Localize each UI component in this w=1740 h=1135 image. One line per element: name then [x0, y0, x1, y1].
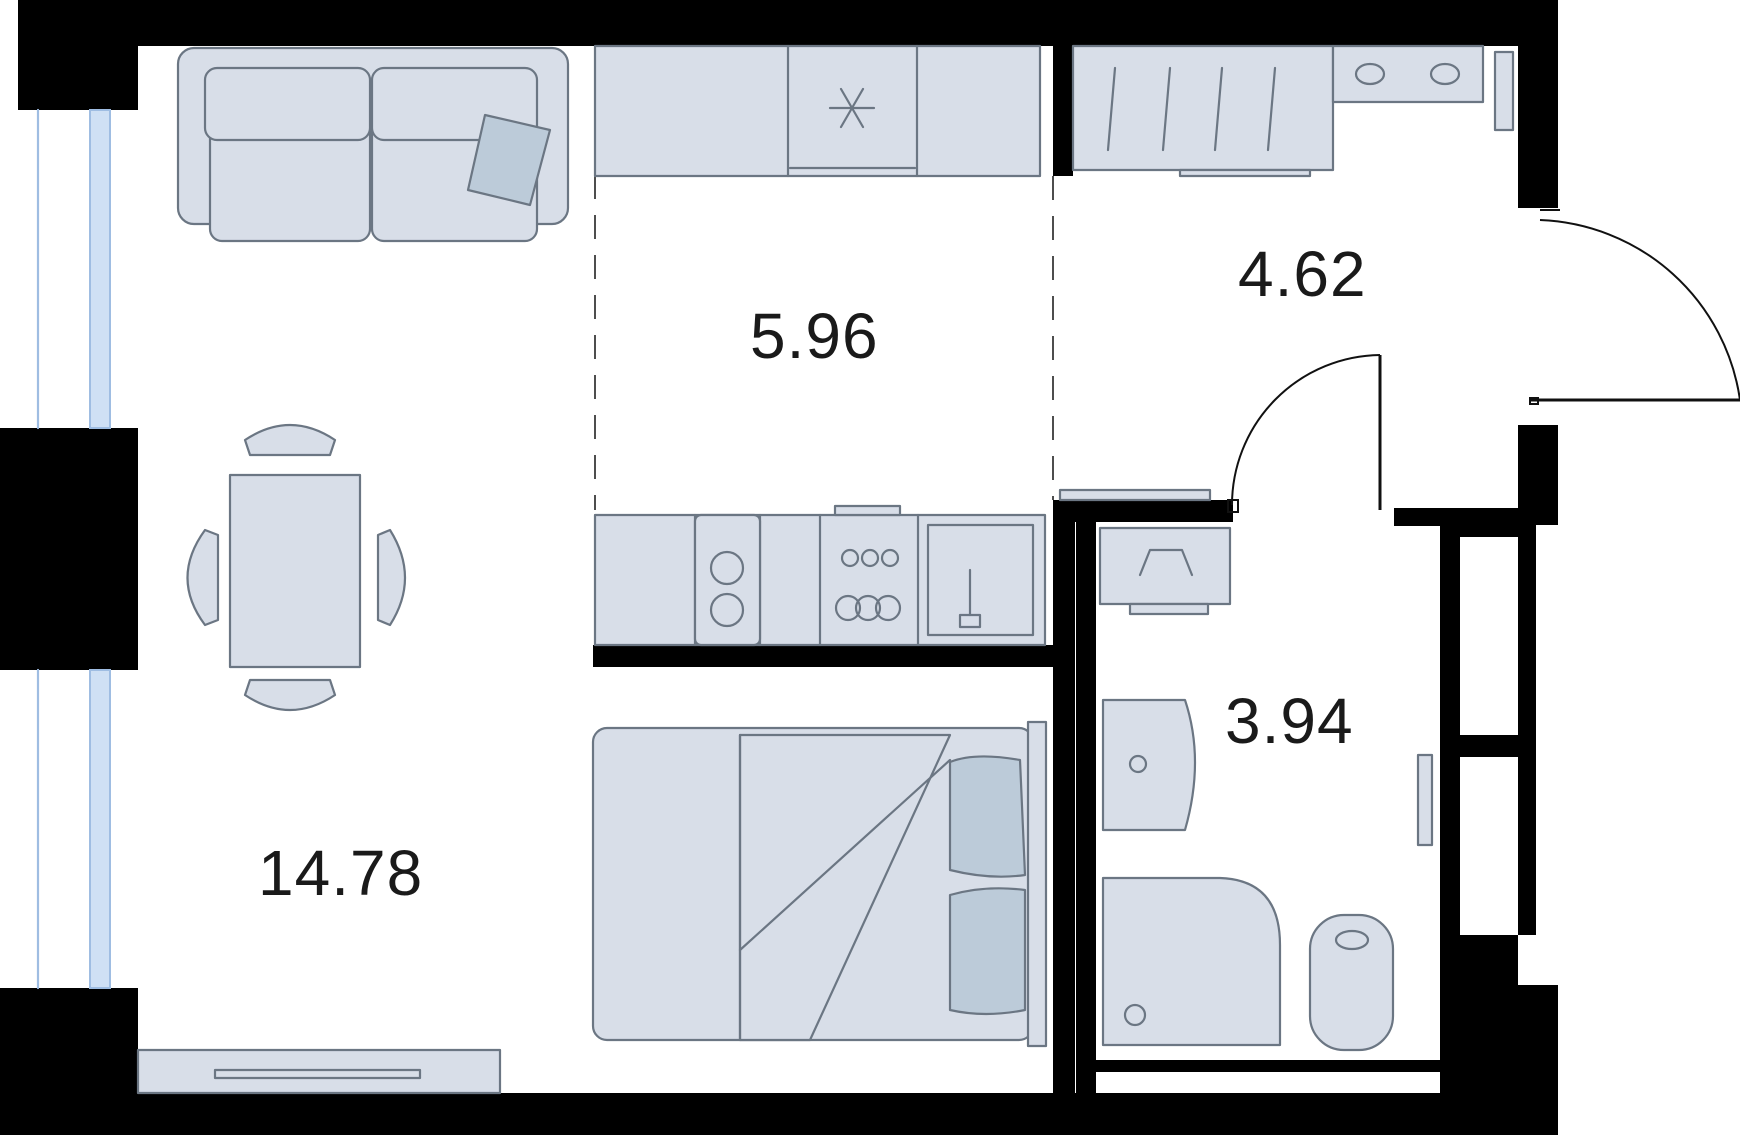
towel-rail: [1416, 753, 1434, 847]
dining-table: [186, 424, 406, 711]
sofa-cushion: [466, 113, 552, 207]
kitchen-area: 5.96: [750, 300, 879, 372]
snowflake-icon: [828, 87, 876, 129]
tv-stand: [136, 1048, 502, 1095]
kitchen-counter: [593, 504, 1047, 647]
pillow-bottom: [948, 887, 1027, 1016]
bed: [591, 720, 1048, 1048]
shower-tray: [1101, 876, 1282, 1047]
doors: [1227, 209, 1740, 513]
bathroom-door-swing[interactable]: [1231, 354, 1381, 506]
drain-icon: [1123, 1003, 1147, 1027]
bathroom-fixtures: [1098, 526, 1434, 1052]
hanger-icon: [1106, 66, 1277, 152]
windows: [36, 108, 111, 990]
window-lower: [89, 669, 111, 989]
sofa: [176, 46, 570, 243]
stove-burners: [834, 548, 902, 622]
toilet: [1308, 913, 1395, 1052]
pillow-top: [948, 755, 1027, 878]
kitchen-upper-cabinets: [593, 44, 1042, 178]
shoes-icon: [1354, 62, 1461, 86]
living-room-area: 14.78: [258, 837, 423, 909]
window-upper: [89, 109, 111, 429]
bathroom-area: 3.94: [1225, 685, 1354, 757]
hall-bench: [1058, 488, 1212, 502]
entrance-door-swing[interactable]: [1539, 219, 1740, 401]
washbasin: [1101, 698, 1197, 832]
hallway-area: 4.62: [1238, 238, 1367, 310]
washing-machine: [1098, 526, 1232, 606]
wardrobe: [1071, 44, 1515, 178]
area-labels: 14.78 5.96 4.62 3.94: [258, 238, 1367, 909]
